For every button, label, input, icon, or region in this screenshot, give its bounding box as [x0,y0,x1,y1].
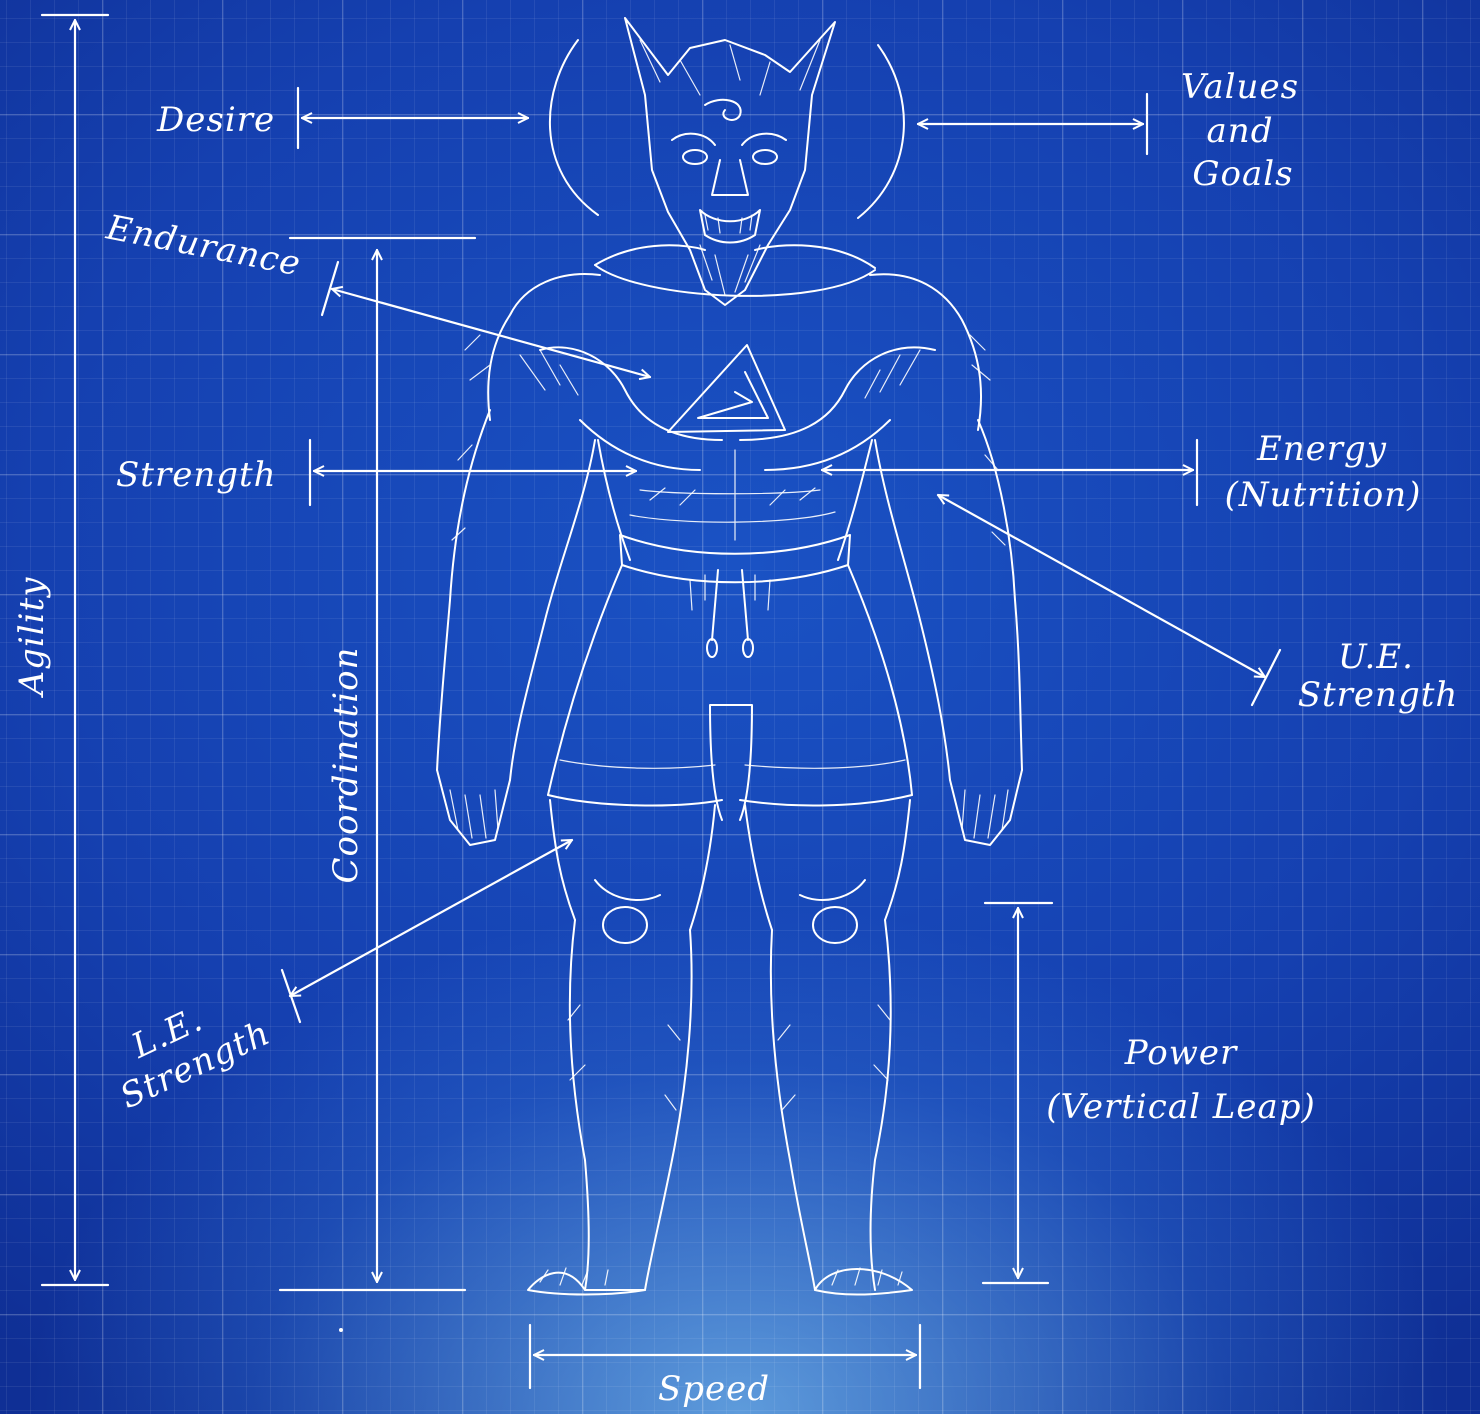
label-power-line1: Power [1124,1033,1238,1073]
label-coordination: Coordination [326,647,366,884]
triangle-logo [668,345,785,432]
label-ue-line1: U.E. [1338,637,1414,677]
head-halo-left [550,40,598,215]
label-agility: Agility [12,577,52,699]
label-endurance: Endurance [102,207,304,284]
torso-sketch [488,245,981,657]
label-strength: Strength [116,455,277,495]
head-sketch [625,18,835,305]
label-desire: Desire [156,100,275,140]
arms-sketch [437,335,1022,845]
endurance-cap [322,262,338,315]
label-ue-line2: Strength [1298,675,1459,715]
label-values-line2: and [1207,111,1274,151]
werewolf-figure [437,18,1022,1295]
label-energy-line1: Energy [1256,429,1387,469]
label-values-line1: Values [1181,67,1299,107]
legs-sketch [528,565,912,1295]
ue-strength-cap [1252,650,1280,705]
dimension-lines [42,15,1280,1388]
label-values-line3: Goals [1192,154,1293,194]
labels: Desire Values and Goals Endurance Streng… [12,67,1458,1409]
speck-dot [339,1328,343,1332]
label-energy-line2: (Nutrition) [1225,475,1422,515]
label-power-line2: (Vertical Leap) [1046,1087,1316,1127]
label-speed: Speed [658,1369,770,1409]
ue-strength-arrow [938,495,1265,677]
head-halo-right [858,45,904,218]
